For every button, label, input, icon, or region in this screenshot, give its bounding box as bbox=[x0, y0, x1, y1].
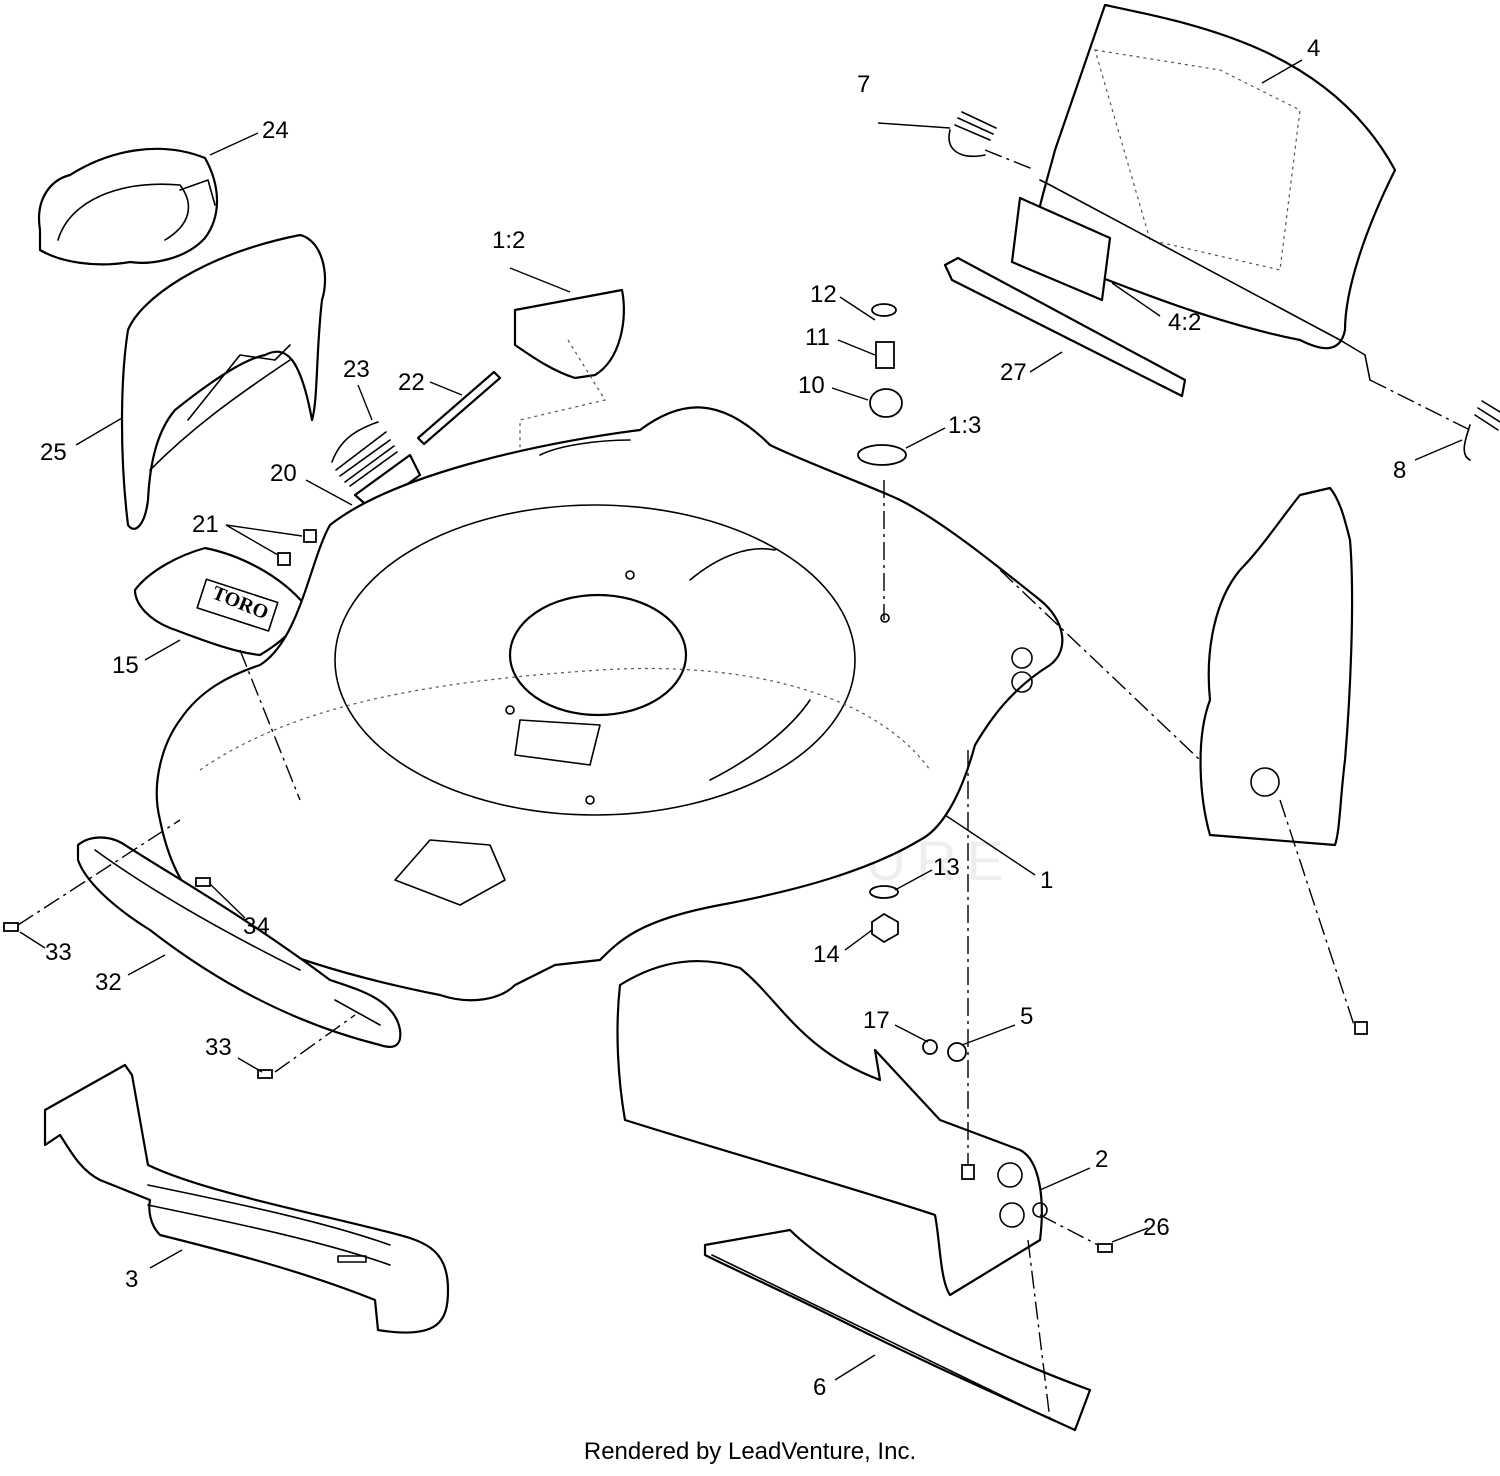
callout-14: 14 bbox=[813, 941, 840, 968]
callout-4-2: 4:2 bbox=[1168, 309, 1201, 336]
callout-25: 25 bbox=[40, 439, 67, 466]
callout-12: 12 bbox=[810, 281, 837, 308]
callout-17: 17 bbox=[863, 1007, 890, 1034]
callout-13: 13 bbox=[933, 854, 960, 881]
part-6-lower-chute bbox=[703, 1228, 1092, 1432]
callout-3: 3 bbox=[125, 1266, 138, 1293]
bolt-icon bbox=[303, 529, 317, 543]
part-13-14-hardware bbox=[869, 885, 899, 944]
callout-34: 34 bbox=[243, 913, 270, 940]
callout-33-bottom: 33 bbox=[205, 1034, 232, 1061]
assembly-lines bbox=[17, 149, 1471, 1421]
callout-26: 26 bbox=[1143, 1214, 1170, 1241]
part-11-insert bbox=[875, 341, 895, 369]
callout-23: 23 bbox=[343, 356, 370, 383]
render-credit: Rendered by LeadVenture, Inc. bbox=[583, 1438, 917, 1465]
part-1-3-washer bbox=[857, 444, 907, 466]
callout-33-left: 33 bbox=[45, 939, 72, 966]
bolt-icon bbox=[1354, 1021, 1368, 1035]
part-33-screws bbox=[3, 922, 273, 1079]
part-3-bracket bbox=[43, 1063, 450, 1334]
part-4-2-decal bbox=[1010, 196, 1112, 302]
part-12-washer bbox=[871, 303, 897, 317]
part-17-5-hardware bbox=[922, 1039, 967, 1062]
part-1-mower-deck bbox=[155, 406, 1064, 1002]
part-15-toro-decal: TORO bbox=[133, 546, 307, 657]
callout-labels: 1 1:2 1:3 2 3 4 4:2 5 6 7 8 10 11 12 13 … bbox=[40, 35, 1406, 1401]
part-21-bolts bbox=[277, 529, 317, 566]
callout-1-3: 1:3 bbox=[948, 412, 981, 439]
callout-22: 22 bbox=[398, 369, 425, 396]
part-10-knob bbox=[869, 388, 903, 418]
height-adjuster-stack bbox=[857, 303, 907, 466]
callout-1: 1 bbox=[1040, 867, 1053, 894]
callout-4: 4 bbox=[1307, 35, 1320, 62]
callout-32: 32 bbox=[95, 969, 122, 996]
callout-24: 24 bbox=[262, 117, 289, 144]
callout-27: 27 bbox=[1000, 359, 1027, 386]
callout-21: 21 bbox=[192, 511, 219, 538]
callout-8: 8 bbox=[1393, 457, 1406, 484]
part-7-spring bbox=[948, 111, 997, 157]
part-26-screw bbox=[1097, 1243, 1113, 1253]
part-22-rod bbox=[416, 370, 502, 446]
leader-lines bbox=[19, 59, 1463, 1381]
callout-6: 6 bbox=[813, 1374, 826, 1401]
callout-10: 10 bbox=[798, 372, 825, 399]
screw-icon bbox=[257, 1069, 273, 1079]
callout-15: 15 bbox=[112, 652, 139, 679]
screw-icon bbox=[3, 922, 19, 932]
part-32-front-cover bbox=[76, 836, 402, 1048]
callout-2: 2 bbox=[1095, 1146, 1108, 1173]
callout-1-2: 1:2 bbox=[492, 227, 525, 254]
part-2-discharge-housing bbox=[616, 959, 1048, 1297]
callout-7: 7 bbox=[857, 71, 870, 98]
part-25-rear-flap bbox=[120, 233, 327, 530]
part-4-bag-frame bbox=[1028, 3, 1397, 381]
callout-11: 11 bbox=[805, 324, 830, 351]
callout-20: 20 bbox=[270, 460, 297, 487]
callout-5: 5 bbox=[1020, 1003, 1033, 1030]
part-24-bag-cap bbox=[37, 147, 219, 266]
part-1-2-decal bbox=[513, 288, 625, 450]
part-27-foam-strip bbox=[943, 256, 1187, 398]
part-8-spring bbox=[1463, 400, 1500, 461]
bolt-icon bbox=[277, 552, 291, 566]
part-34-pin bbox=[195, 877, 211, 887]
side-plate bbox=[1199, 486, 1368, 1035]
